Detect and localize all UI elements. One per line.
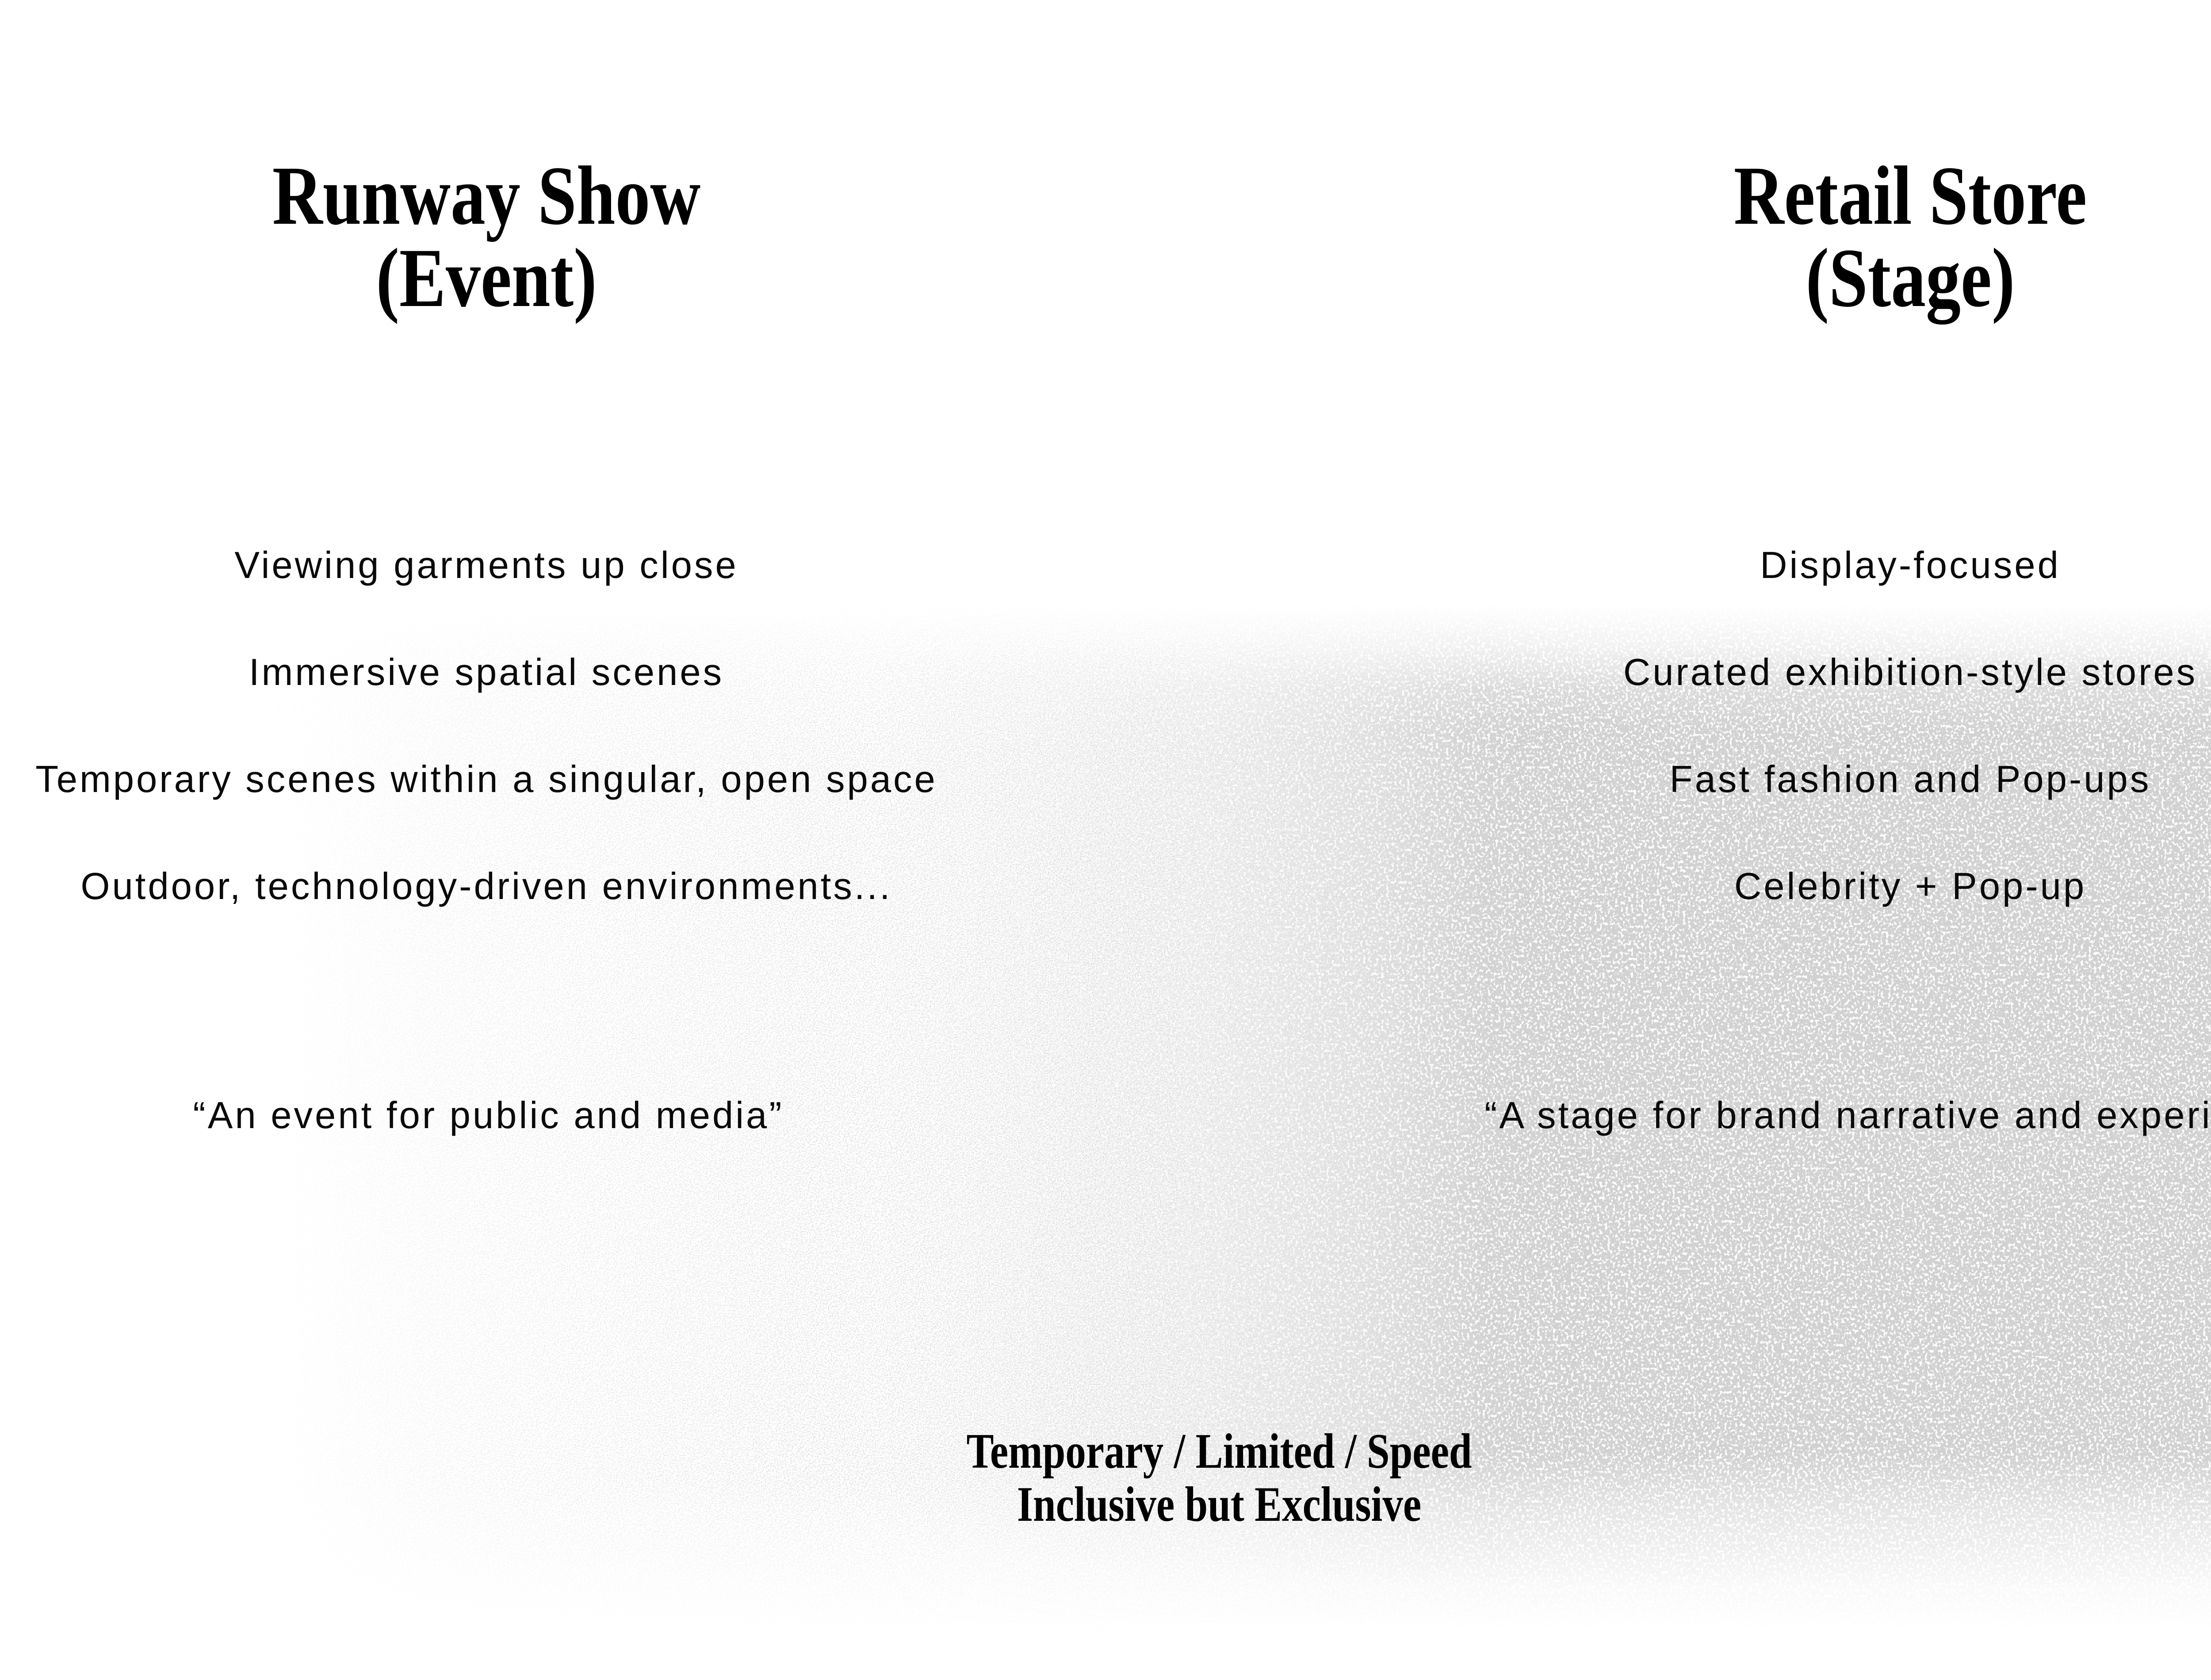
quote-box-runway: “An event for public and media” xyxy=(94,1061,883,1170)
list-item: Curated exhibition-style stores xyxy=(1623,651,2198,693)
column-runway: Runway Show(Event) Viewing garments up c… xyxy=(0,0,973,1680)
footer-line: Temporary / Limited / Speed xyxy=(966,1424,1472,1479)
column-title-retail: Retail Store(Stage) xyxy=(1507,154,2211,320)
feature-list-retail: Display-focused Curated exhibition-style… xyxy=(1424,512,2211,940)
list-item: Celebrity + Pop-up xyxy=(1734,865,2087,907)
feature-list-runway: Viewing garments up close Immersive spat… xyxy=(0,512,973,940)
list-item: Immersive spatial scenes xyxy=(249,651,724,693)
list-item: Fast fashion and Pop-ups xyxy=(1669,758,2151,800)
title-line: Retail Store xyxy=(1733,149,2087,242)
list-item: Viewing garments up close xyxy=(234,544,738,586)
column-retail: Retail Store(Stage) Display-focused Cura… xyxy=(1424,0,2211,1680)
quote-box-retail: “A stage for brand narrative and experie… xyxy=(1380,1061,2211,1170)
list-item: Outdoor, technology-driven environments.… xyxy=(80,865,892,907)
list-item: Display-focused xyxy=(1760,544,2061,586)
footer-keywords: Temporary / Limited / Speed Inclusive bu… xyxy=(705,1425,1733,1531)
title-line: Runway Show xyxy=(272,149,701,242)
title-line: (Stage) xyxy=(1806,232,2015,325)
title-line: (Event) xyxy=(376,232,597,325)
column-title-runway: Runway Show(Event) xyxy=(83,154,890,320)
quote-text-retail: “A stage for brand narrative and experie… xyxy=(1484,1094,2211,1137)
list-item: Temporary scenes within a singular, open… xyxy=(35,758,937,800)
footer-line: Inclusive but Exclusive xyxy=(1017,1477,1422,1532)
quote-text-runway: “An event for public and media” xyxy=(193,1094,784,1137)
